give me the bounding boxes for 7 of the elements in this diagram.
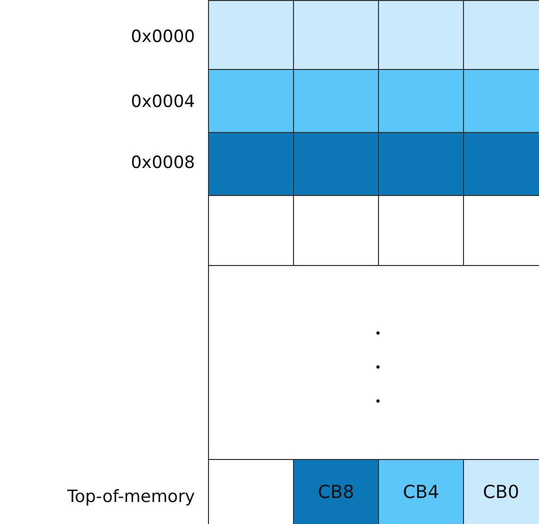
row-label: Top-of-memory [67, 487, 195, 507]
address-label: 0x0000 [130, 27, 195, 47]
address-label: 0x0004 [130, 92, 195, 112]
memory-cell: CB0 [463, 459, 539, 524]
address-label: 0x0008 [130, 153, 195, 173]
memory-cell: CB4 [378, 459, 464, 524]
memory-cell: CB8 [293, 459, 379, 524]
